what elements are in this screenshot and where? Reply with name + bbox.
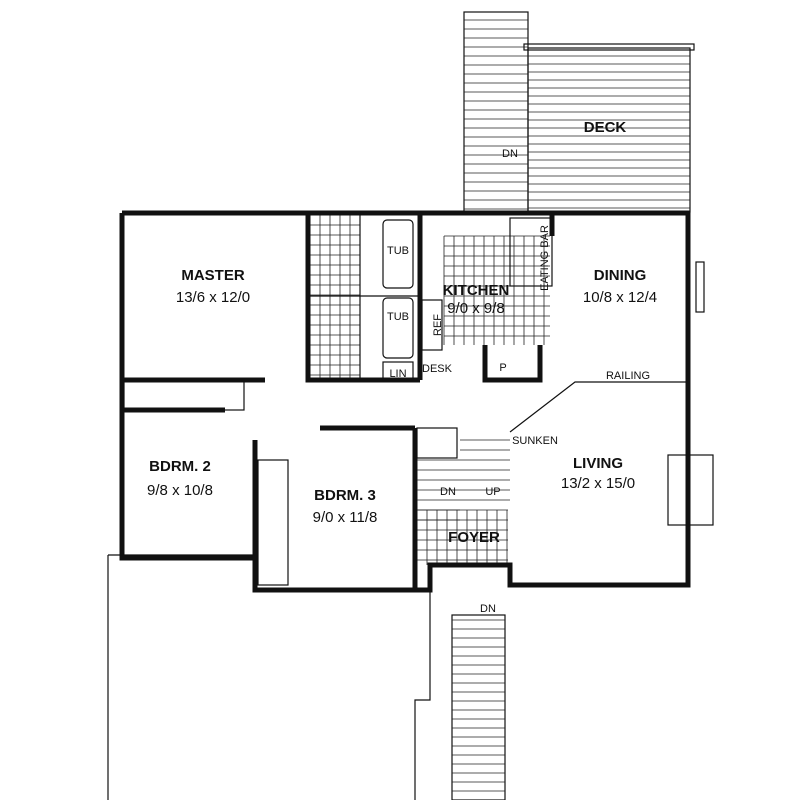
entry-stairs-down-label: DN xyxy=(480,603,496,615)
master-label: MASTER xyxy=(181,267,245,284)
ref-label: REF xyxy=(432,314,444,336)
deck-label: DECK xyxy=(584,119,627,136)
living-label: LIVING xyxy=(573,455,623,472)
foyer-stairs-up-label: UP xyxy=(485,486,500,498)
living-sunken-label: SUNKEN xyxy=(512,435,558,447)
walls xyxy=(107,210,714,800)
living-railing xyxy=(509,381,688,433)
dining-label: DINING xyxy=(594,267,647,284)
dining-bay-window xyxy=(695,261,705,313)
entry-stairs xyxy=(451,614,506,800)
linen-closet xyxy=(382,361,414,381)
kitchen-size: 9/0 x 9/8 xyxy=(447,300,505,317)
deck-railing xyxy=(523,43,695,51)
tub-upper-label: TUB xyxy=(387,245,409,257)
deck: DECK DN xyxy=(463,11,695,213)
tub-lower-label: TUB xyxy=(387,311,409,323)
eating-bar-label: EATING BAR xyxy=(539,225,551,291)
deck-stairs-down-label: DN xyxy=(502,148,518,160)
tub-lower xyxy=(382,297,414,359)
bdrm2-label: BDRM. 2 xyxy=(149,458,211,475)
eating-bar xyxy=(509,217,553,287)
linen-label: LIN xyxy=(389,368,406,380)
bdrm3-closet xyxy=(257,459,289,586)
bdrm2-size: 9/8 x 10/8 xyxy=(147,482,213,499)
master-closet xyxy=(123,379,245,411)
bdrm3-size: 9/0 x 11/8 xyxy=(313,509,378,526)
pantry-label: P xyxy=(499,362,506,374)
master-size: 13/6 x 12/0 xyxy=(176,289,250,306)
tub-upper xyxy=(382,219,414,289)
desk-label: DESK xyxy=(422,363,453,375)
living-size: 13/2 x 15/0 xyxy=(561,475,635,492)
dining-size: 10/8 x 12/4 xyxy=(583,289,657,306)
foyer-stairs-down-label: DN xyxy=(440,486,456,498)
foyer-label: FOYER xyxy=(448,529,500,546)
hall-closet xyxy=(416,427,458,459)
lower-level-outline xyxy=(107,554,431,800)
fireplace xyxy=(667,454,714,526)
bath-partitions xyxy=(310,213,418,380)
bdrm3-label: BDRM. 3 xyxy=(314,487,376,504)
refrigerator xyxy=(421,299,443,351)
kitchen-label: KITCHEN xyxy=(443,282,510,299)
railing-label: RAILING xyxy=(606,370,650,382)
